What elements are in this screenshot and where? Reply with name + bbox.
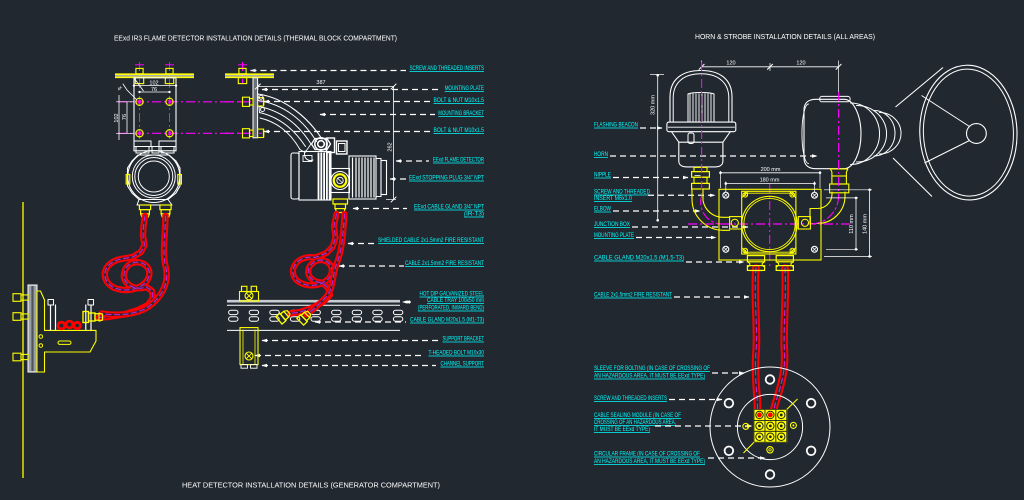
svg-text:AN HAZARDOUS AREA, IT MUST BE: AN HAZARDOUS AREA, IT MUST BE EExd TYPE)	[594, 459, 705, 465]
svg-text:120: 120	[726, 61, 735, 67]
svg-text:262: 262	[388, 142, 394, 151]
svg-text:SUPPORT BRACKET: SUPPORT BRACKET	[443, 337, 485, 343]
svg-text:JUNCTION BOX: JUNCTION BOX	[594, 222, 630, 228]
svg-text:102: 102	[149, 80, 158, 86]
svg-text:140 mm: 140 mm	[862, 214, 868, 234]
svg-text:EExd IR3 FLAME DETECTOR INSTAL: EExd IR3 FLAME DETECTOR INSTALLATION DET…	[114, 34, 397, 43]
svg-text:INSERT M6x1.0: INSERT M6x1.0	[594, 196, 633, 202]
svg-text:CROSSING OF AN HAZARDOUS AREA,: CROSSING OF AN HAZARDOUS AREA,	[594, 420, 676, 426]
svg-text:CABLE TRAY 100x50 mm: CABLE TRAY 100x50 mm	[427, 298, 484, 304]
svg-text:CHANNEL SUPPORT: CHANNEL SUPPORT	[441, 362, 485, 368]
svg-text:4x: 4x	[116, 84, 123, 91]
svg-text:AN HAZARDOUS AREA, IT MUST BE: AN HAZARDOUS AREA, IT MUST BE EExd TYPE)	[594, 374, 705, 380]
svg-text:CABLE 2x1.5mm2 FIRE RESISTANT: CABLE 2x1.5mm2 FIRE RESISTANT	[594, 293, 672, 299]
svg-text:BOLT & NUT M10x1.5: BOLT & NUT M10x1.5	[434, 128, 485, 134]
svg-text:CABLE 2x1.5mm2 FIRE RESISTANT: CABLE 2x1.5mm2 FIRE RESISTANT	[405, 261, 484, 267]
svg-text:CABLE SEALING MODULE (IN CASE: CABLE SEALING MODULE (IN CASE OF	[594, 413, 681, 419]
svg-text:CIRCULAR FRAME (IN CASE OF CRO: CIRCULAR FRAME (IN CASE OF CROSSING OF	[594, 452, 700, 458]
svg-text:320 mm: 320 mm	[651, 95, 657, 115]
svg-text:HEAT DETECTOR INSTALLATION DET: HEAT DETECTOR INSTALLATION DETAILS (GENE…	[182, 481, 440, 490]
svg-text:HOT DIP GALVANIZED STEEL: HOT DIP GALVANIZED STEEL	[420, 292, 485, 298]
svg-text:CABLE GLAND M20x1.5 (M1.5-T3): CABLE GLAND M20x1.5 (M1.5-T3)	[594, 256, 684, 262]
svg-text:76: 76	[122, 114, 128, 120]
svg-text:NIPPLE: NIPPLE	[594, 173, 611, 179]
svg-text:SCREW AND THREADED INSERTS: SCREW AND THREADED INSERTS	[410, 66, 485, 72]
svg-text:EExd STOPPING PLUG 3/4" NPT: EExd STOPPING PLUG 3/4" NPT	[409, 176, 484, 182]
svg-text:387: 387	[316, 80, 325, 86]
svg-text:MOUNTING PLATE: MOUNTING PLATE	[594, 233, 634, 239]
svg-text:HORN: HORN	[594, 152, 608, 158]
svg-text:MOUNTING BRACKET: MOUNTING BRACKET	[438, 111, 484, 117]
svg-text:SHIELDED CABLE 2x1.5mm2 FIRE R: SHIELDED CABLE 2x1.5mm2 FIRE RESISTANT	[378, 238, 484, 244]
svg-text:ELBOW: ELBOW	[594, 207, 611, 213]
svg-text:MOUNTING PLATE: MOUNTING PLATE	[445, 86, 484, 92]
svg-text:110 mm: 110 mm	[849, 214, 855, 234]
svg-text:T-HEADED BOLT M10x30: T-HEADED BOLT M10x30	[429, 351, 485, 357]
svg-text:CABLE GLAND M20x1.5 (M1-T3): CABLE GLAND M20x1.5 (M1-T3)	[410, 318, 484, 324]
svg-text:200 mm: 200 mm	[761, 167, 781, 173]
svg-text:102: 102	[114, 113, 120, 122]
svg-text:(PERFORATED, INWARD BEND): (PERFORATED, INWARD BEND)	[418, 306, 484, 312]
svg-text:BOLT & NUT M10x1.5: BOLT & NUT M10x1.5	[434, 98, 485, 104]
svg-text:180 mm: 180 mm	[760, 178, 780, 184]
svg-text:SCREW AND THREADED INSERTS: SCREW AND THREADED INSERTS	[594, 396, 667, 402]
svg-text:SCREW AND THREADED: SCREW AND THREADED	[594, 190, 651, 196]
svg-text:EExd FLAME DETECTOR: EExd FLAME DETECTOR	[433, 158, 484, 164]
svg-text:120: 120	[796, 61, 805, 67]
svg-text:HORN & STROBE INSTALLATION DET: HORN & STROBE INSTALLATION DETAILS (ALL …	[695, 32, 875, 41]
svg-text:SLEEVE FOR BOLTING (IN CASE OF: SLEEVE FOR BOLTING (IN CASE OF CROSSING …	[594, 366, 710, 372]
svg-text:FLASHING BEACON: FLASHING BEACON	[594, 123, 638, 129]
svg-text:(IR-T3): (IR-T3)	[464, 212, 484, 218]
svg-text:EExd CABLE GLAND 3/4" NPT: EExd CABLE GLAND 3/4" NPT	[414, 205, 484, 211]
svg-text:76: 76	[151, 87, 157, 93]
svg-text:IT MUST BE EExd TYPE): IT MUST BE EExd TYPE)	[594, 427, 650, 433]
